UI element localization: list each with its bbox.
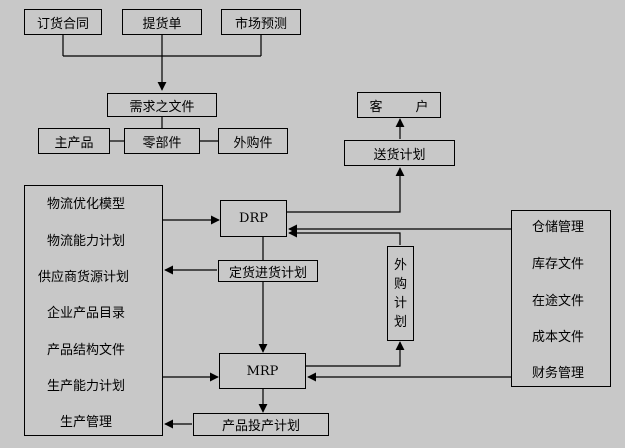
financial-management-item: 财务管理	[532, 366, 585, 381]
connector-arrow	[288, 228, 401, 245]
outsourcing-plan-char: 购	[393, 276, 407, 292]
delivery-note-label: 提货单	[142, 16, 182, 32]
operations-files-panel: 仓储管理 库存文件 在途文件 成本文件 财务管理	[511, 210, 611, 387]
market-forecast-label: 市场预测	[234, 16, 287, 32]
production-capacity-plan-item: 生产能力计划	[47, 379, 126, 394]
main-product-box: 主产品	[38, 128, 110, 154]
delivery-plan-box: 送货计划	[344, 140, 455, 166]
product-structure-file-item: 产品结构文件	[47, 343, 126, 358]
connector-arrow	[287, 167, 405, 213]
outsourcing-plan-char: 划	[393, 314, 407, 330]
supplier-sourcing-plan-item: 供应商货源计划	[38, 270, 130, 285]
mrp-box: MRP	[219, 353, 306, 389]
in-transit-file-item: 在途文件	[532, 294, 585, 309]
production-management-item: 生产管理	[60, 415, 113, 430]
outsourcing-plan-char: 计	[393, 295, 407, 311]
production-plan-box: 产品投产计划	[193, 413, 329, 436]
outsourced-parts-label: 外购件	[233, 135, 273, 151]
delivery-note-box: 提货单	[122, 9, 202, 35]
drp-box: DRP	[220, 200, 287, 237]
customer-box: 客 户	[357, 92, 441, 118]
customer-label: 客 户	[369, 99, 439, 115]
delivery-plan-label: 送货计划	[373, 147, 426, 163]
order-plan-label: 定货进货计划	[228, 265, 307, 281]
connector-arrow	[306, 341, 405, 367]
outsourcing-plan-box: 外 购 计 划	[387, 246, 414, 341]
production-plan-label: 产品投产计划	[221, 419, 300, 434]
logistics-optimization-model-item: 物流优化模型	[47, 197, 126, 212]
order-contract-label: 订货合同	[36, 16, 89, 32]
cost-file-item: 成本文件	[532, 330, 585, 345]
product-catalog-item: 企业产品目录	[47, 306, 126, 321]
logistics-capacity-plan-item: 物流能力计划	[47, 234, 126, 249]
warehouse-management-item: 仓储管理	[532, 220, 585, 235]
outsourced-parts-box: 外购件	[218, 128, 288, 154]
order-plan-box: 定货进货计划	[218, 260, 318, 282]
parts-box: 零部件	[124, 128, 200, 154]
inventory-file-item: 库存文件	[532, 257, 585, 272]
mrp-label: MRP	[246, 363, 279, 379]
main-product-label: 主产品	[54, 135, 94, 151]
planning-inputs-panel: 物流优化模型 物流能力计划 供应商货源计划 企业产品目录 产品结构文件 生产能力…	[24, 185, 163, 436]
demand-document-box: 需求之文件	[107, 93, 217, 117]
parts-label: 零部件	[142, 135, 182, 151]
market-forecast-box: 市场预测	[221, 9, 301, 35]
demand-document-label: 需求之文件	[129, 99, 195, 115]
drp-label: DRP	[239, 211, 268, 226]
outsourcing-plan-char: 外	[393, 257, 407, 273]
order-contract-box: 订货合同	[24, 9, 102, 35]
